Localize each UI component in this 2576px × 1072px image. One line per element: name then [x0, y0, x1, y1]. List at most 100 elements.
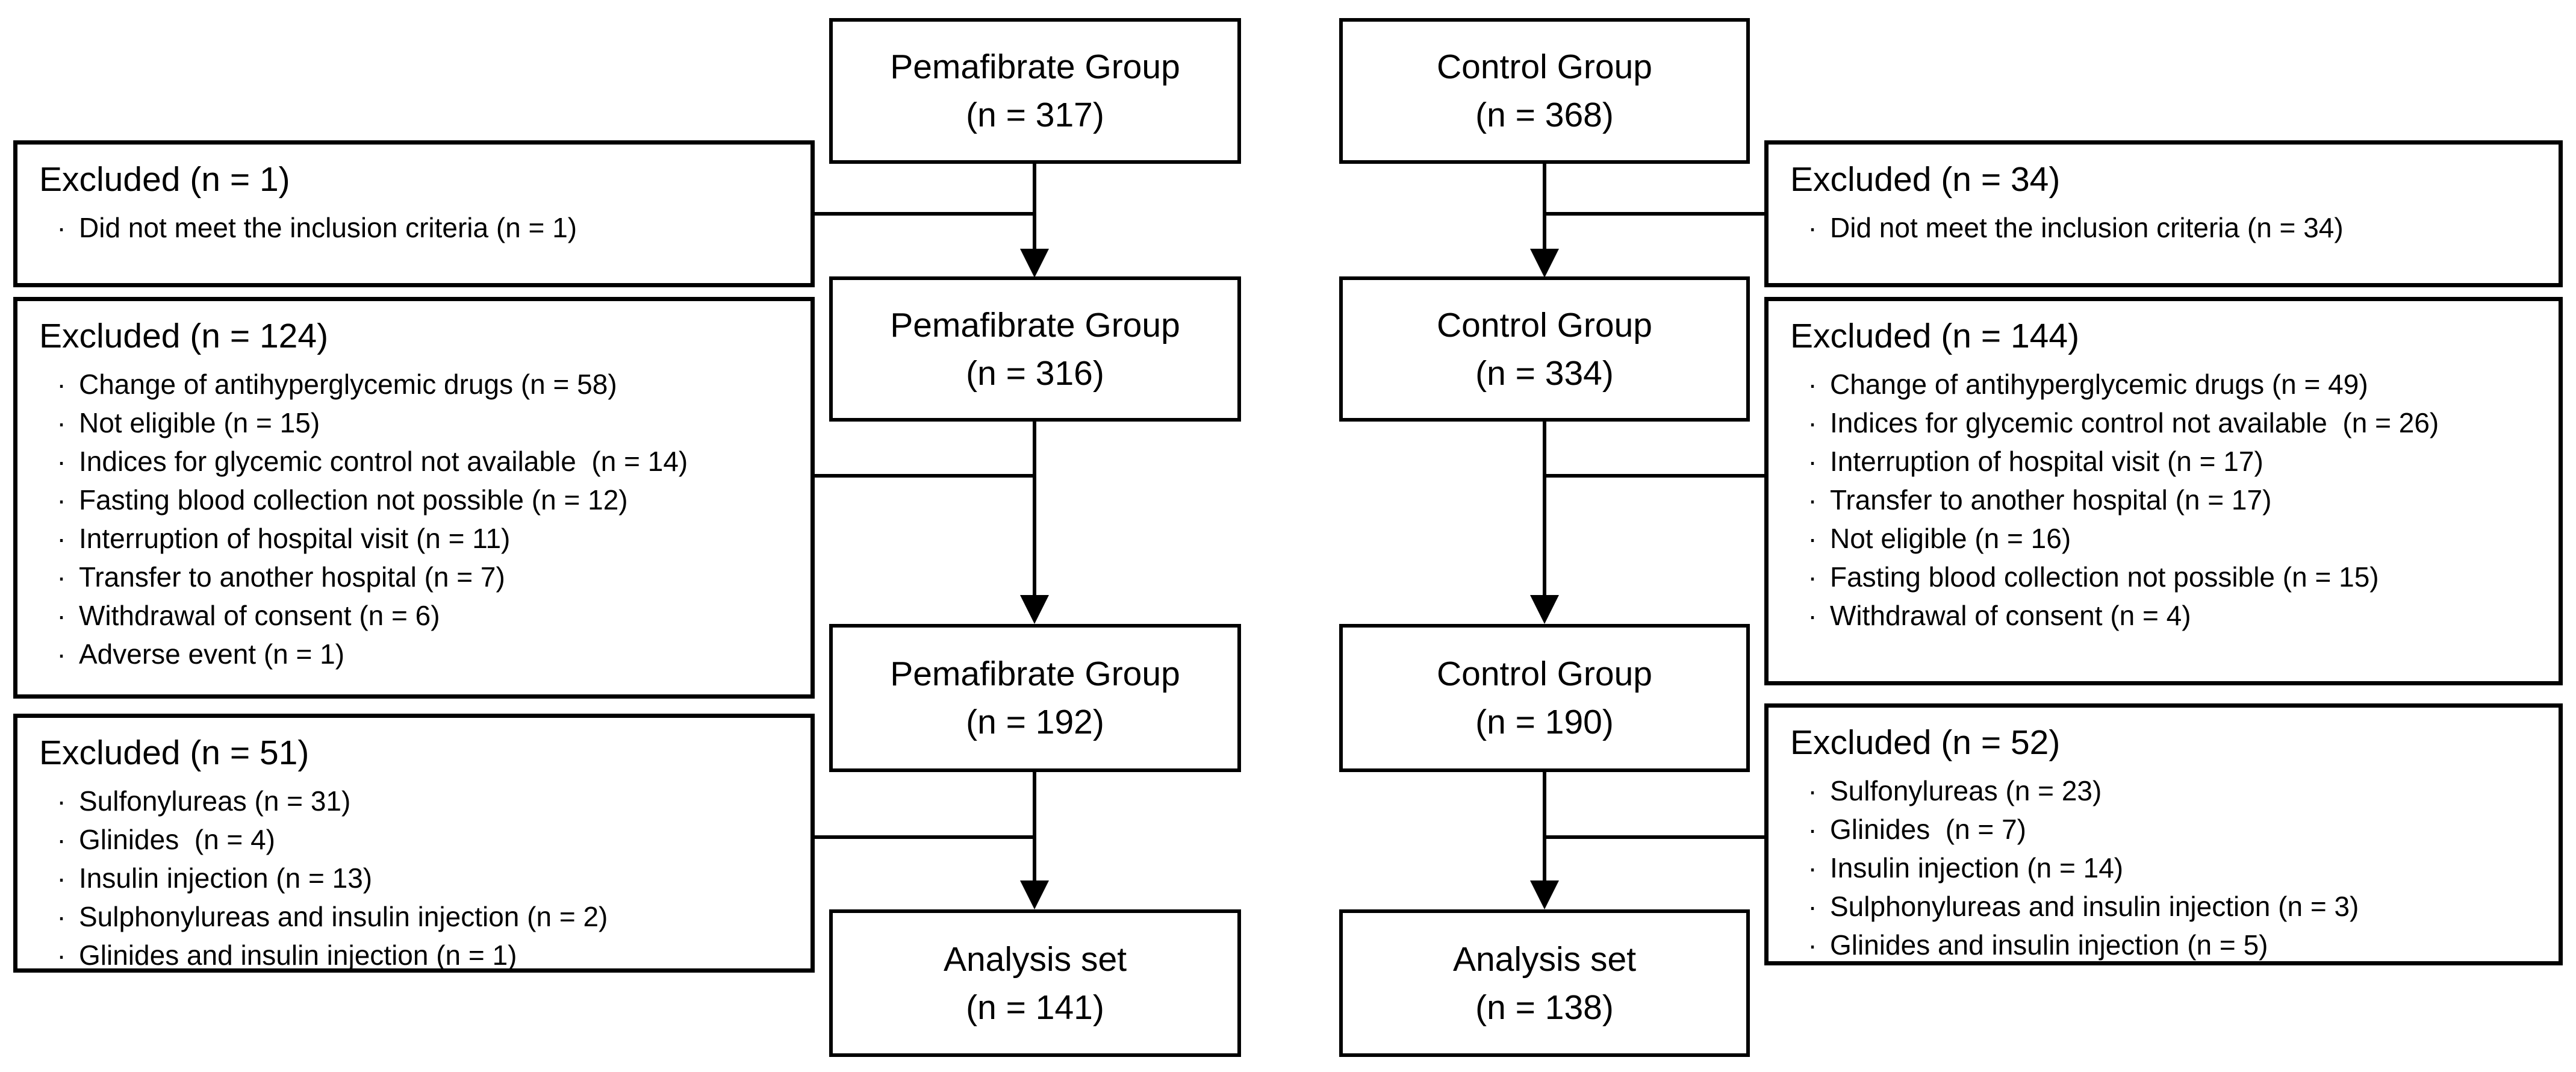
pemafibrate-group-box-3: Pemafibrate Group (n = 192)	[829, 624, 1241, 772]
exclusion-item-text: Did not meet the inclusion criteria (n =…	[79, 212, 577, 243]
exclusion-item: · Did not meet the inclusion criteria (n…	[39, 208, 800, 247]
box-title: Pemafibrate Group	[890, 655, 1180, 693]
bullet-icon: ·	[1808, 407, 1817, 438]
bullet-icon: ·	[1808, 484, 1817, 516]
exclusion-item-text: Indices for glycemic control not availab…	[79, 446, 688, 477]
bullet-icon: ·	[1808, 523, 1817, 554]
control-analysis-set-box: Analysis set (n = 138)	[1339, 909, 1750, 1057]
box-title: Analysis set	[943, 940, 1127, 979]
pemafibrate-arrow-line-2	[1033, 422, 1036, 597]
exclusion-item: · Glinides and insulin injection (n = 5)	[1790, 926, 2548, 964]
arrow-down-icon	[1020, 249, 1049, 278]
bullet-icon: ·	[1808, 561, 1817, 593]
bullet-icon: ·	[57, 561, 66, 593]
control-exclusion-connector-3	[1543, 835, 1764, 839]
exclusion-item-text: Not eligible (n = 15)	[79, 407, 320, 438]
exclusion-item-text: Insulin injection (n = 14)	[1830, 852, 2124, 883]
exclusion-item: · Withdrawal of consent (n = 6)	[39, 596, 800, 635]
exclusion-item-text: Sulphonylureas and insulin injection (n …	[79, 901, 608, 932]
exclusion-item-text: Fasting blood collection not possible (n…	[1830, 561, 2379, 593]
exclusion-item: · Sulphonylureas and insulin injection (…	[39, 897, 800, 936]
exclusion-item-text: Change of antihyperglycemic drugs (n = 5…	[79, 369, 617, 400]
control-arrow-line-1	[1543, 164, 1546, 251]
exclusion-item-text: Withdrawal of consent (n = 4)	[1830, 600, 2191, 631]
exclusion-title: Excluded (n = 144)	[1790, 317, 2080, 355]
exclusion-item-text: Interruption of hospital visit (n = 17)	[1830, 446, 2263, 477]
box-count: (n = 190)	[1475, 703, 1614, 741]
exclusion-item: · Not eligible (n = 16)	[1790, 519, 2548, 558]
bullet-icon: ·	[57, 901, 66, 932]
bullet-icon: ·	[57, 523, 66, 554]
box-count: (n = 317)	[966, 96, 1104, 134]
right-excluded-box-3: Excluded (n = 52) · Sulfonylureas (n = 2…	[1764, 703, 2563, 965]
pemafibrate-arrow-line-1	[1033, 164, 1036, 251]
bullet-icon: ·	[57, 484, 66, 516]
exclusion-item: · Adverse event (n = 1)	[39, 635, 800, 673]
exclusion-item-text: Glinides and insulin injection (n = 1)	[79, 940, 517, 971]
exclusion-item-text: Glinides (n = 4)	[79, 824, 275, 855]
arrow-down-icon	[1020, 880, 1049, 909]
exclusion-item-text: Sulphonylureas and insulin injection (n …	[1830, 891, 2359, 922]
control-group-box-2: Control Group (n = 334)	[1339, 276, 1750, 422]
exclusion-item: · Did not meet the inclusion criteria (n…	[1790, 208, 2548, 247]
exclusion-item: · Interruption of hospital visit (n = 17…	[1790, 442, 2548, 481]
box-title: Analysis set	[1452, 940, 1637, 979]
box-title: Pemafibrate Group	[890, 48, 1180, 86]
pemafibrate-group-box-2: Pemafibrate Group (n = 316)	[829, 276, 1241, 422]
control-group-box-3: Control Group (n = 190)	[1339, 624, 1750, 772]
box-title: Control Group	[1436, 48, 1652, 86]
exclusion-item: · Transfer to another hospital (n = 17)	[1790, 481, 2548, 519]
box-title: Pemafibrate Group	[890, 305, 1180, 344]
exclusion-item-text: Transfer to another hospital (n = 17)	[1830, 484, 2272, 516]
bullet-icon: ·	[1808, 775, 1817, 806]
control-arrow-line-3	[1543, 772, 1546, 883]
exclusion-item-text: Not eligible (n = 16)	[1830, 523, 2071, 554]
pemafibrate-exclusion-connector-3	[815, 835, 1036, 839]
exclusion-item-text: Fasting blood collection not possible (n…	[79, 484, 628, 516]
arrow-down-icon	[1530, 595, 1559, 624]
right-excluded-box-2: Excluded (n = 144) · Change of antihyper…	[1764, 297, 2563, 685]
bullet-icon: ·	[57, 824, 66, 855]
control-arrow-line-2	[1543, 422, 1546, 597]
bullet-icon: ·	[57, 212, 66, 243]
bullet-icon: ·	[57, 862, 66, 894]
bullet-icon: ·	[57, 446, 66, 477]
bullet-icon: ·	[57, 600, 66, 631]
exclusion-item-text: Interruption of hospital visit (n = 11)	[79, 523, 511, 554]
exclusion-item-text: Change of antihyperglycemic drugs (n = 4…	[1830, 369, 2368, 400]
arrow-down-icon	[1530, 880, 1559, 909]
exclusion-item: · Sulfonylureas (n = 31)	[39, 782, 800, 820]
exclusion-item-text: Transfer to another hospital (n = 7)	[79, 561, 505, 593]
exclusion-item: · Change of antihyperglycemic drugs (n =…	[1790, 365, 2548, 404]
exclusion-item: · Fasting blood collection not possible …	[39, 481, 800, 519]
exclusion-item-text: Glinides and insulin injection (n = 5)	[1830, 929, 2268, 961]
box-title: Control Group	[1436, 655, 1652, 693]
exclusion-item: · Interruption of hospital visit (n = 11…	[39, 519, 800, 558]
exclusion-title: Excluded (n = 51)	[39, 734, 310, 772]
exclusion-item: · Fasting blood collection not possible …	[1790, 558, 2548, 596]
exclusion-item: · Indices for glycemic control not avail…	[39, 442, 800, 481]
exclusion-item-text: Did not meet the inclusion criteria (n =…	[1830, 212, 2344, 243]
exclusion-item-text: Withdrawal of consent (n = 6)	[79, 600, 440, 631]
exclusion-title: Excluded (n = 124)	[39, 317, 329, 355]
box-count: (n = 192)	[966, 703, 1104, 741]
exclusion-item: · Insulin injection (n = 14)	[1790, 849, 2548, 887]
exclusion-item-text: Sulfonylureas (n = 31)	[79, 785, 351, 817]
exclusion-item: · Indices for glycemic control not avail…	[1790, 404, 2548, 442]
exclusion-title: Excluded (n = 52)	[1790, 723, 2061, 762]
box-count: (n = 138)	[1475, 988, 1614, 1027]
right-excluded-box-1: Excluded (n = 34) · Did not meet the inc…	[1764, 140, 2563, 287]
exclusion-item: · Glinides (n = 7)	[1790, 810, 2548, 849]
control-exclusion-connector-1	[1543, 212, 1764, 216]
pemafibrate-arrow-line-3	[1033, 772, 1036, 883]
bullet-icon: ·	[1808, 369, 1817, 400]
exclusion-item: · Insulin injection (n = 13)	[39, 859, 800, 897]
arrow-down-icon	[1530, 249, 1559, 278]
exclusion-item-text: Insulin injection (n = 13)	[79, 862, 373, 894]
exclusion-item: · Glinides and insulin injection (n = 1)	[39, 936, 800, 974]
exclusion-title: Excluded (n = 1)	[39, 160, 290, 199]
exclusion-item: · Not eligible (n = 15)	[39, 404, 800, 442]
bullet-icon: ·	[1808, 891, 1817, 922]
bullet-icon: ·	[1808, 852, 1817, 883]
